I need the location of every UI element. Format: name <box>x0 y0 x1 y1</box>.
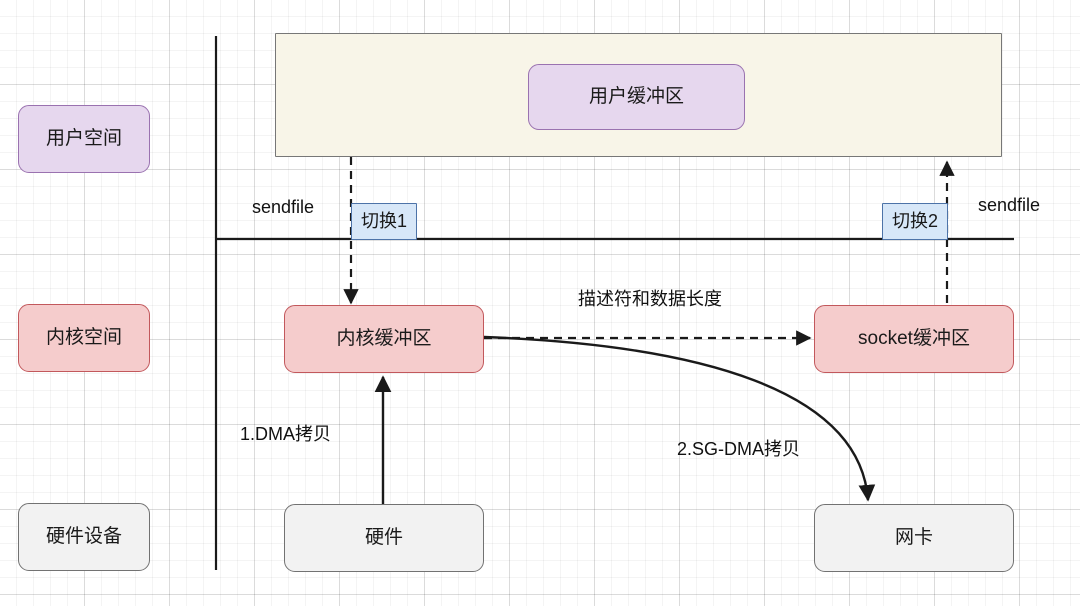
lane-label-hardware: 硬件设备 <box>18 503 150 571</box>
node-kernel-buffer: 内核缓冲区 <box>284 305 484 373</box>
node-nic-label: 网卡 <box>894 526 933 548</box>
node-switch-2-label: 切换2 <box>891 210 938 231</box>
node-socket-buffer-label: socket缓冲区 <box>858 327 970 349</box>
lane-label-user-space-text: 用户空间 <box>45 127 122 149</box>
node-kernel-buffer-label: 内核缓冲区 <box>336 327 432 349</box>
node-switch-1: 切换1 <box>351 203 417 240</box>
lane-label-user-space: 用户空间 <box>18 105 150 173</box>
lane-label-kernel-space-text: 内核空间 <box>45 326 122 348</box>
node-hardware: 硬件 <box>284 504 484 572</box>
node-switch-1-label: 切换1 <box>360 210 407 231</box>
edge-label-sg-dma-copy: 2.SG-DMA拷贝 <box>677 439 801 459</box>
node-nic: 网卡 <box>814 504 1014 572</box>
edge-label-descriptor-length: 描述符和数据长度 <box>578 289 722 309</box>
node-socket-buffer: socket缓冲区 <box>814 305 1014 373</box>
node-switch-2: 切换2 <box>882 203 948 240</box>
edge-sg-dma-copy <box>483 335 876 502</box>
edge-label-sendfile-right: sendfile <box>978 195 1041 215</box>
edge-label-dma-copy: 1.DMA拷贝 <box>240 424 332 444</box>
node-hardware-label: 硬件 <box>364 526 403 548</box>
node-user-buffer: 用户缓冲区 <box>528 64 745 130</box>
edge-label-sendfile-left: sendfile <box>252 197 315 217</box>
lane-label-hardware-text: 硬件设备 <box>45 525 122 547</box>
node-user-buffer-label: 用户缓冲区 <box>588 85 684 107</box>
lane-label-kernel-space: 内核空间 <box>18 304 150 372</box>
